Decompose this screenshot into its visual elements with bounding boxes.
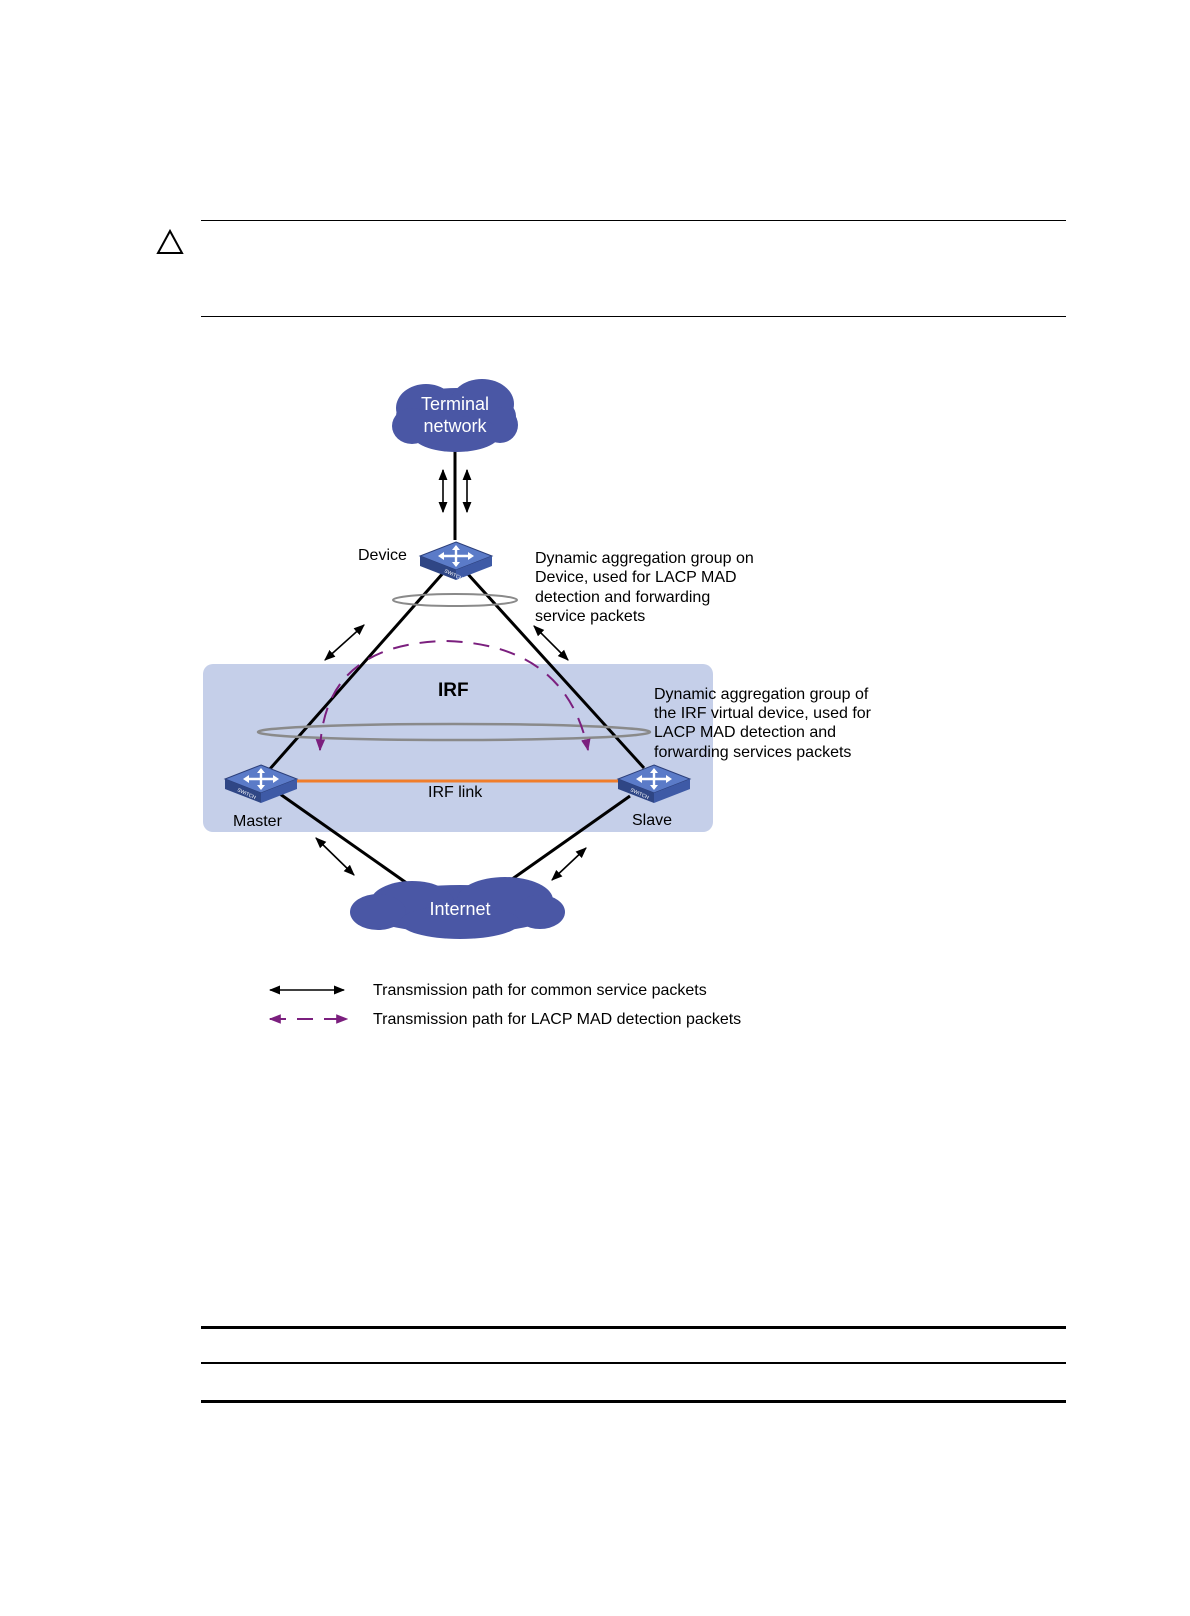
device-aggregation-ellipse bbox=[392, 593, 518, 607]
slave-label: Slave bbox=[632, 812, 672, 829]
slave-internet-link bbox=[507, 794, 631, 884]
caution-bottom-rule bbox=[201, 316, 1066, 317]
legend-common-label: Transmission path for common service pac… bbox=[373, 982, 707, 999]
master-label: Master bbox=[233, 813, 283, 830]
terminal-network-label-1: Terminal bbox=[421, 394, 489, 414]
svg-text:Dynamic aggregation group on: Dynamic aggregation group on bbox=[535, 550, 754, 567]
internet-label: Internet bbox=[429, 899, 490, 919]
svg-text:Device, used for LACP MAD: Device, used for LACP MAD bbox=[535, 569, 737, 586]
svg-text:service packets: service packets bbox=[535, 608, 645, 625]
irf-label: IRF bbox=[438, 680, 469, 701]
svg-text:the IRF virtual device, used f: the IRF virtual device, used for bbox=[654, 705, 872, 722]
legend: Transmission path for common service pac… bbox=[268, 982, 741, 1028]
svg-text:LACP MAD detection and: LACP MAD detection and bbox=[654, 724, 836, 741]
lacp-path bbox=[315, 639, 591, 752]
svg-text:Dynamic aggregation group of: Dynamic aggregation group of bbox=[654, 686, 869, 703]
irf-annotation: Dynamic aggregation group of the IRF vir… bbox=[654, 686, 872, 761]
svg-text:detection and forwarding: detection and forwarding bbox=[535, 589, 710, 606]
irf-link-label: IRF link bbox=[428, 784, 483, 801]
table-top-rule bbox=[201, 1326, 1066, 1329]
caution-top-rule bbox=[201, 220, 1066, 221]
device-label: Device bbox=[358, 547, 407, 564]
table-header-rule bbox=[201, 1362, 1066, 1364]
legend-lacp-label: Transmission path for LACP MAD detection… bbox=[373, 1011, 741, 1028]
table-bottom-rule bbox=[201, 1400, 1066, 1403]
terminal-network-label-2: network bbox=[423, 416, 487, 436]
device-annotation: Dynamic aggregation group on Device, use… bbox=[535, 550, 754, 625]
svg-text:forwarding services packets: forwarding services packets bbox=[654, 744, 851, 761]
internet-cloud bbox=[350, 877, 565, 939]
caution-icon bbox=[156, 229, 184, 254]
device-switch-icon: SWITCH bbox=[418, 540, 494, 582]
common-path-arrows bbox=[315, 468, 587, 881]
terminal-network-cloud bbox=[392, 379, 518, 452]
